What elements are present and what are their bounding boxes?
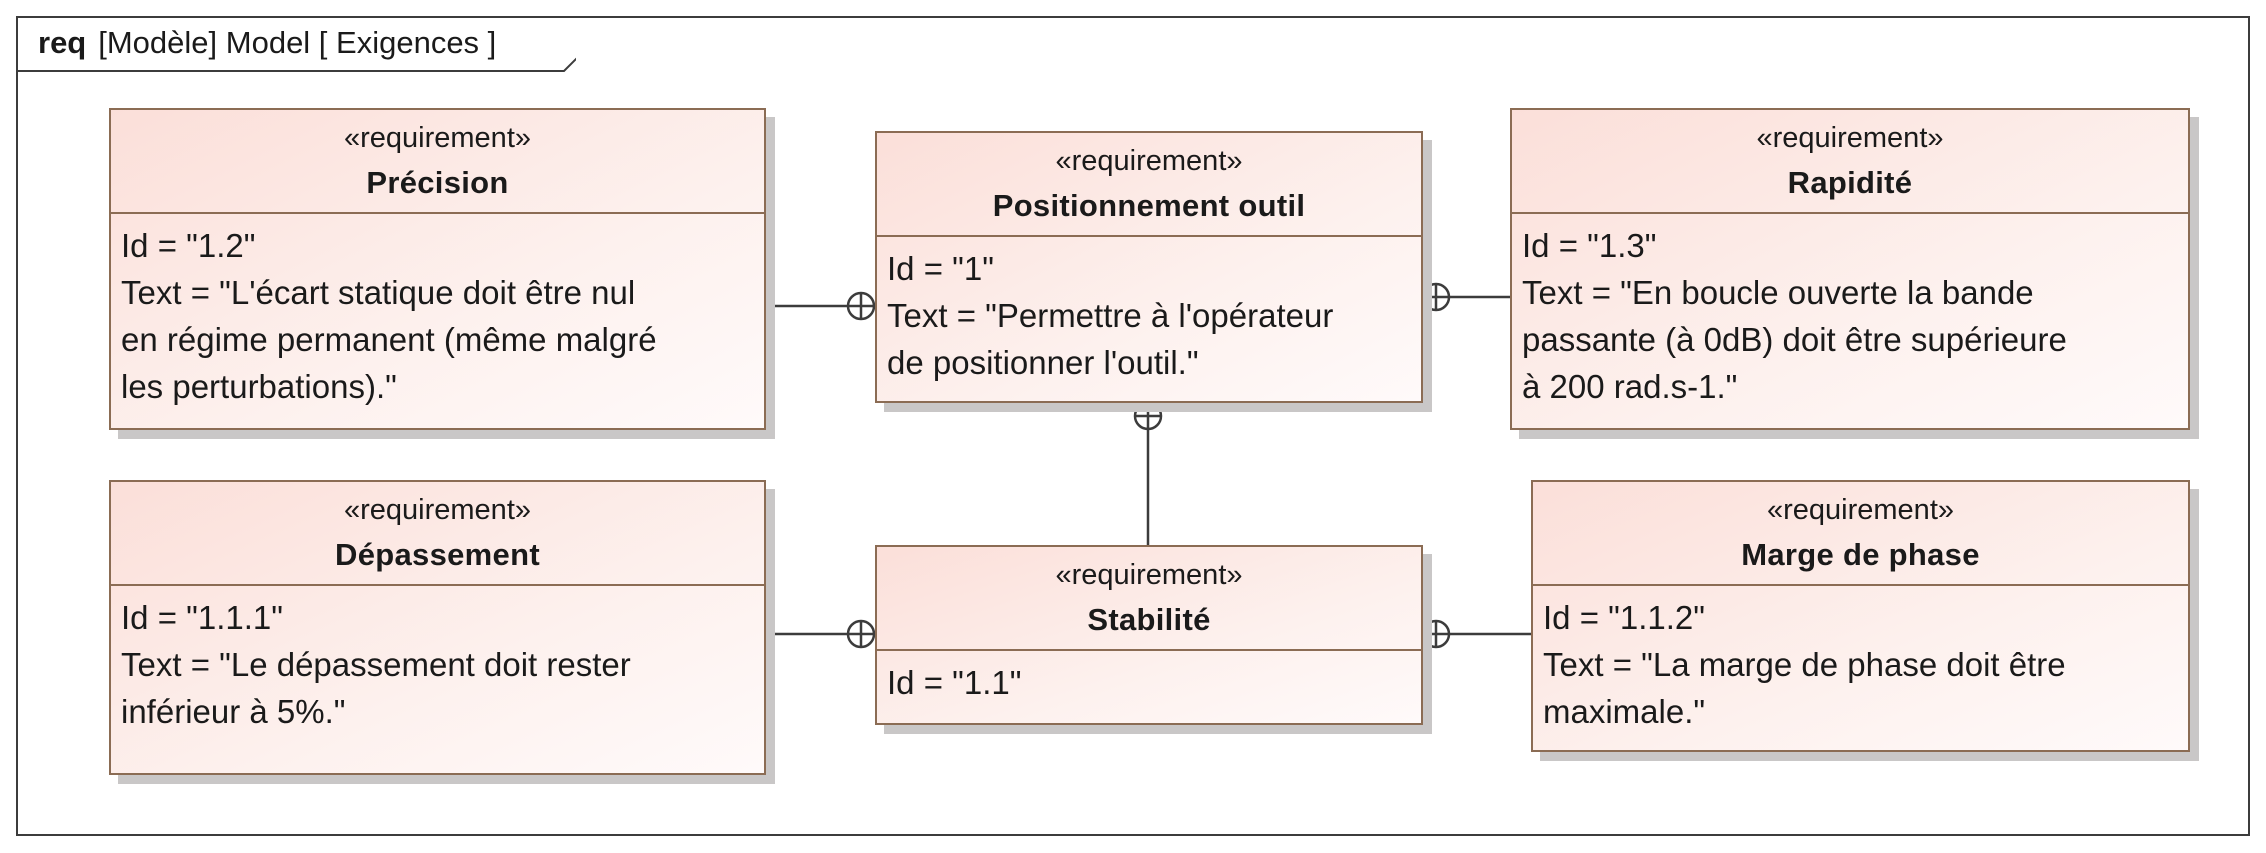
property-id: Id = "1.1.2" <box>1543 599 1705 636</box>
property-text-cont: en régime permanent (même malgré <box>121 321 657 358</box>
property-text-cont: passante (à 0dB) doit être supérieure <box>1522 321 2067 358</box>
requirement-properties: Id = "1.3" Text = "En boucle ouverte la … <box>1512 214 2188 410</box>
property-id: Id = "1.3" <box>1522 227 1657 264</box>
requirement-header: «requirement» Rapidité <box>1512 110 2188 214</box>
requirement-positionnement-outil[interactable]: «requirement» Positionnement outil Id = … <box>875 131 1423 403</box>
property-id: Id = "1.1.1" <box>121 599 283 636</box>
requirement-stabilite[interactable]: «requirement» Stabilité Id = "1.1" <box>875 545 1423 725</box>
requirement-depassement[interactable]: «requirement» Dépassement Id = "1.1.1" T… <box>109 480 766 775</box>
requirement-name: Marge de phase <box>1741 537 1980 572</box>
requirement-name: Positionnement outil <box>992 188 1306 223</box>
requirement-precision[interactable]: «requirement» Précision Id = "1.2" Text … <box>109 108 766 430</box>
containment-anchor-icon <box>846 619 876 649</box>
property-text-cont: inférieur à 5%." <box>121 693 346 730</box>
requirement-marge-de-phase[interactable]: «requirement» Marge de phase Id = "1.1.2… <box>1531 480 2190 752</box>
requirement-properties: Id = "1.1.1" Text = "Le dépassement doit… <box>111 586 764 735</box>
property-text: Text = "La marge de phase doit être <box>1543 646 2066 683</box>
property-text-cont: les perturbations)." <box>121 368 397 405</box>
requirement-properties: Id = "1.2" Text = "L'écart statique doit… <box>111 214 764 410</box>
property-id: Id = "1.1" <box>887 664 1022 701</box>
requirement-header: «requirement» Positionnement outil <box>877 133 1421 237</box>
requirement-header: «requirement» Précision <box>111 110 764 214</box>
requirement-header: «requirement» Marge de phase <box>1533 482 2188 586</box>
requirement-name: Stabilité <box>1087 602 1211 637</box>
frame-keyword: req <box>38 25 87 60</box>
stereotype-label: «requirement» <box>344 494 531 526</box>
requirement-properties: Id = "1.1" <box>877 651 1421 706</box>
stereotype-label: «requirement» <box>1055 145 1243 177</box>
requirement-name: Dépassement <box>335 537 540 572</box>
property-text-cont: maximale." <box>1543 693 1706 730</box>
diagram-frame <box>16 16 2250 836</box>
property-text: Text = "L'écart statique doit être nul <box>121 274 636 311</box>
frame-header: req [Modèle] Model [ Exigences ] <box>16 16 496 70</box>
requirement-properties: Id = "1" Text = "Permettre à l'opérateur… <box>877 237 1421 386</box>
property-text: Text = "Le dépassement doit rester <box>121 646 631 683</box>
containment-anchor-icon <box>1133 401 1163 431</box>
stereotype-label: «requirement» <box>344 122 531 154</box>
requirement-name: Rapidité <box>1787 165 1913 200</box>
stereotype-label: «requirement» <box>1767 494 1954 526</box>
stereotype-label: «requirement» <box>1055 559 1243 591</box>
frame-header-tab <box>16 57 576 72</box>
property-text: Text = "En boucle ouverte la bande <box>1522 274 2034 311</box>
property-text-cont: à 200 rad.s-1." <box>1522 368 1738 405</box>
containment-anchor-icon <box>1421 282 1451 312</box>
property-id: Id = "1.2" <box>121 227 256 264</box>
frame-title: [Modèle] Model [ Exigences ] <box>98 25 497 60</box>
property-text: Text = "Permettre à l'opérateur <box>887 297 1334 334</box>
property-text-cont: de positionner l'outil." <box>887 344 1199 381</box>
requirement-properties: Id = "1.1.2" Text = "La marge de phase d… <box>1533 586 2188 735</box>
containment-anchor-icon <box>1421 619 1451 649</box>
requirement-name: Précision <box>366 165 509 200</box>
requirement-header: «requirement» Stabilité <box>877 547 1421 651</box>
containment-anchor-icon <box>846 291 876 321</box>
stereotype-label: «requirement» <box>1756 122 1944 154</box>
requirement-header: «requirement» Dépassement <box>111 482 764 586</box>
requirement-rapidite[interactable]: «requirement» Rapidité Id = "1.3" Text =… <box>1510 108 2190 430</box>
property-id: Id = "1" <box>887 250 994 287</box>
